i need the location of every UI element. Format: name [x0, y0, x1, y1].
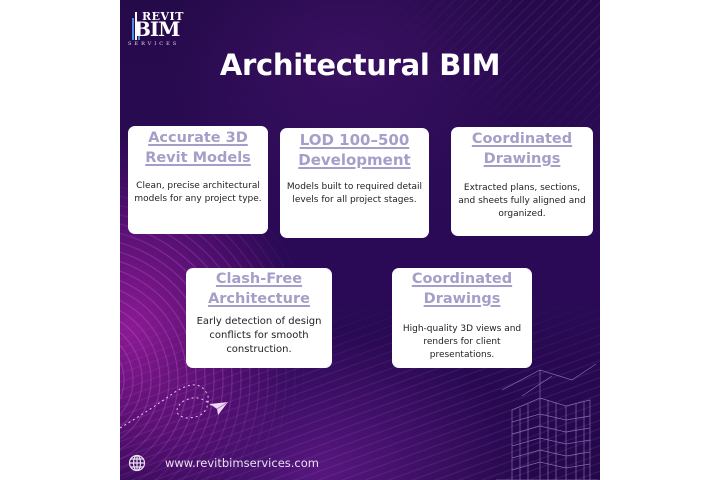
logo-services-text: SERVICES [128, 41, 180, 47]
poster: REVIT BIM SERVICES Architectural BIM Acc… [120, 0, 600, 480]
background-wave-lines [120, 0, 600, 480]
website-link[interactable]: www.revitbimservices.com [165, 456, 319, 470]
logo-revit-text: REVIT [142, 10, 184, 23]
footer: www.revitbimservices.com [128, 454, 319, 472]
card-description: Clean, precise architectural models for … [134, 181, 262, 204]
dotted-flight-path-icon [120, 384, 213, 429]
building-wireframe-icon [496, 363, 598, 480]
brand-logo: REVIT BIM SERVICES [128, 10, 188, 48]
page-title: Architectural BIM [219, 48, 501, 82]
paper-plane-icon [210, 402, 228, 415]
background-diagonal-lines [120, 0, 600, 480]
building-bars-icon [132, 12, 140, 40]
card-description: Early detection of design conflicts for … [196, 316, 322, 355]
card-description: High-quality 3D views and renders for cl… [402, 324, 522, 360]
card-description: Models built to required detail levels f… [286, 182, 423, 205]
card-description: Extracted plans, sections, and sheets fu… [458, 183, 586, 219]
logo-bim-text: BIM [134, 17, 180, 41]
background-corner-lines [400, 0, 600, 140]
globe-icon [128, 454, 146, 472]
